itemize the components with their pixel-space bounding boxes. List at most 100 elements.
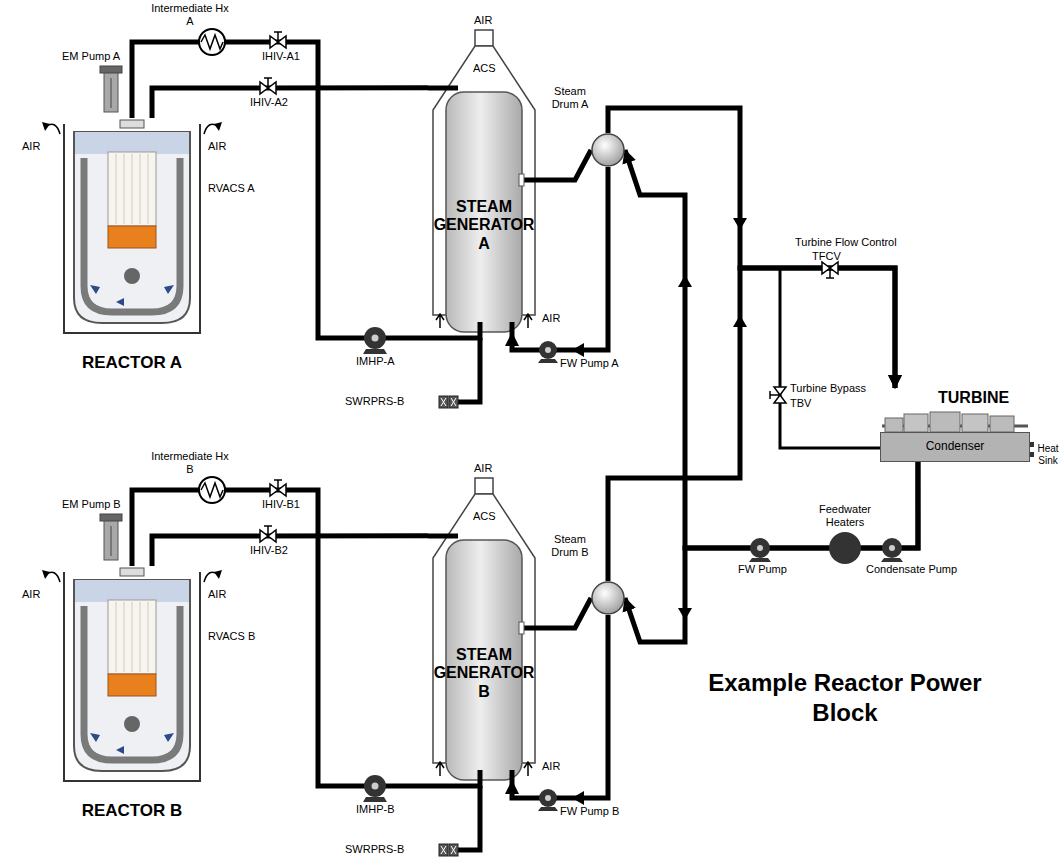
reactor-vessel-outline-part [75, 580, 189, 602]
component-label: SWRPRS-B [345, 395, 404, 408]
steam-generator-outline-part [475, 478, 493, 494]
reactor-vessel-outline-part [116, 602, 148, 672]
condenser-band: Condenser [880, 432, 1030, 462]
valve-symbol-part [264, 77, 272, 79]
pipe-connector [152, 88, 428, 118]
pump-symbol [749, 538, 771, 562]
steam-generator-outline-part [480, 322, 512, 333]
reactor-vessel: REACTOR B [62, 566, 202, 783]
reactor-vessel-outline-part [108, 600, 156, 674]
pipe-connector [608, 268, 895, 581]
steam-drum-outline [591, 581, 625, 615]
turbine: TURBINE Condenser [880, 388, 1030, 462]
component-label: AIR [208, 140, 226, 153]
component-label: AIR [542, 760, 560, 773]
air-flow-arrow-part [42, 122, 50, 131]
steam-drum-outline-part [592, 134, 624, 166]
node-label: Condenser [881, 433, 1029, 461]
pump-symbol-part [372, 335, 379, 342]
loop-equipment [42, 29, 584, 408]
reactor-vessel-outline-part [120, 120, 144, 128]
heat-exchanger-coil [201, 35, 223, 49]
component-label: FW Pump B [560, 805, 619, 818]
component-label: IHIV-A2 [250, 96, 288, 109]
reactor-vessel: REACTOR A [62, 118, 202, 335]
heat-sink-pipes-part [1030, 442, 1034, 447]
rupture-disc-symbol-part [441, 398, 456, 406]
pump-symbol-part [539, 341, 557, 359]
pipe-connector [540, 150, 591, 180]
reactor-vessel-outline-part [116, 154, 148, 224]
reactor-vessel-outline-part [124, 268, 140, 284]
component-label: IMHP-B [356, 803, 395, 816]
pipe-connector [625, 150, 918, 548]
component-label: AIR [474, 462, 492, 475]
steam-generator-outline-part [522, 178, 540, 183]
pipe-connector [152, 536, 428, 566]
reactor-vessel-outline-part [90, 285, 174, 306]
valve-symbol-part [274, 31, 282, 33]
valve-symbol-part [267, 78, 269, 88]
valve-symbol-part [826, 277, 834, 279]
turbine-outline-part [885, 418, 903, 432]
component-label: RVACS A [208, 182, 255, 195]
flow-arrow [678, 218, 747, 620]
flow-arrow-part [678, 275, 692, 287]
pump-symbol-part [538, 359, 558, 363]
reactor-vessel-outline-part [120, 568, 144, 576]
pipe-connector [625, 462, 918, 642]
component-label: AIR [22, 140, 40, 153]
component-label: AIR [208, 588, 226, 601]
node-label: Steam Drum B [544, 533, 596, 558]
node-label: TURBINE [938, 389, 1009, 407]
steam-generator-outline [428, 478, 540, 781]
flow-arrow-part [733, 218, 747, 230]
component-label: ACS [473, 510, 496, 523]
steam-drum-outline [591, 133, 625, 167]
em-pump-symbol-part [100, 66, 122, 73]
valve-symbol [770, 387, 786, 403]
node-label: Steam Drum A [544, 85, 596, 110]
node-label: STEAM GENERATOR B [430, 646, 538, 701]
steam-generator-outline-part [519, 174, 524, 186]
steam-generator-outline-part [436, 762, 532, 776]
node-label: REACTOR B [52, 801, 212, 821]
pipe-connector [540, 598, 591, 628]
reactor-vessel-outline-part [64, 124, 200, 333]
flow-arrow-part [733, 315, 747, 327]
component-label: FW Pump A [560, 357, 619, 370]
pump-symbol-part [757, 545, 763, 551]
steam-generator: STEAM GENERATOR B [428, 478, 540, 781]
valve-symbol [270, 32, 286, 48]
valve-symbol-part [829, 268, 831, 278]
component-label: IHIV-B2 [250, 544, 288, 557]
component-label: Turbine Flow Control [795, 236, 897, 249]
component-label: AIR [474, 14, 492, 27]
component-label: IMHP-A [356, 355, 395, 368]
feedwater-heater-symbol [829, 532, 861, 564]
steam-generator: STEAM GENERATOR A [428, 30, 540, 333]
reactor-vessel-outline-part [108, 674, 156, 696]
component-label: Feedwater Heaters [810, 503, 880, 528]
em-pump-symbol [100, 66, 122, 112]
reactor-vessel-outline-part [90, 733, 174, 754]
valve-symbol-part [770, 394, 780, 396]
component-label: SWRPRS-B [345, 843, 404, 856]
reactor-vessel-outline-part [74, 132, 190, 323]
reactor-vessel-outline-part [74, 580, 190, 771]
bypass-line [780, 268, 880, 448]
flow-arrow-part [678, 608, 692, 620]
em-pump-symbol-part [104, 72, 118, 112]
pump-symbol-part [882, 538, 902, 558]
valve-symbol-part [277, 32, 279, 42]
reactor-vessel-outline [62, 566, 202, 783]
pump-symbol-part [545, 347, 551, 353]
component-label: Condensate Pump [866, 563, 957, 576]
valve-symbol-part [769, 391, 771, 399]
turbine-outline-part [990, 416, 1014, 432]
steam-drum: Steam Drum B [591, 581, 625, 615]
reactor-vessel-outline-part [108, 226, 156, 248]
steam-generator-outline-part [436, 314, 532, 328]
reactor-vessel-outline-part [108, 152, 156, 226]
component-label: EM Pump A [62, 50, 120, 63]
